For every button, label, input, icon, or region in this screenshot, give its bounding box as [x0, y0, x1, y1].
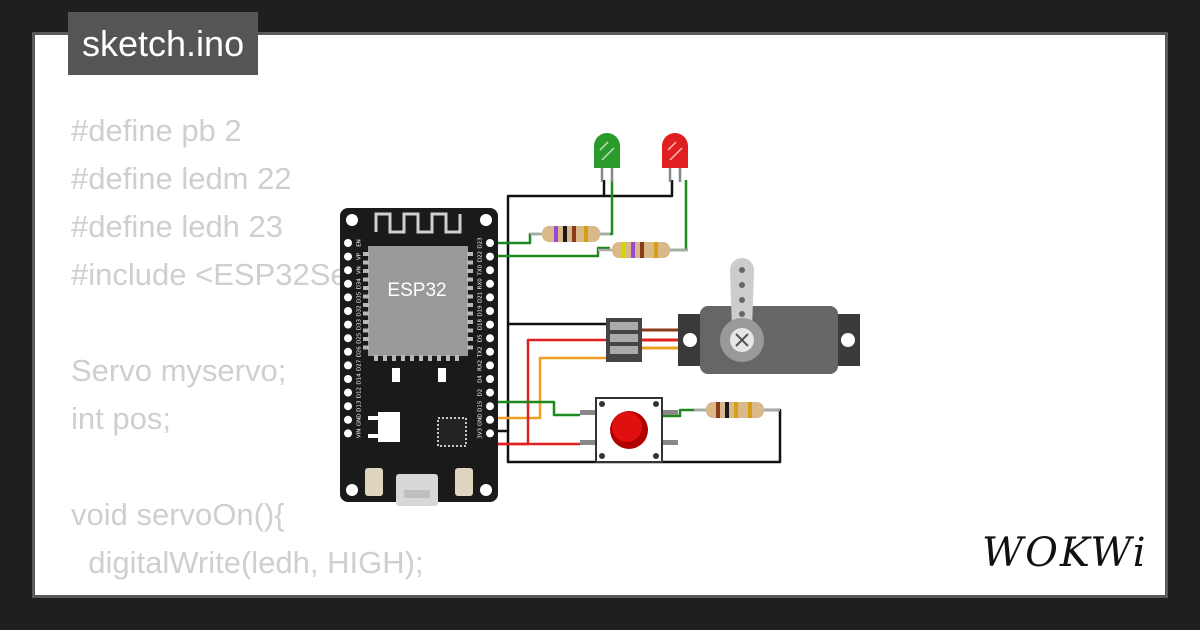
code-preview: #define pb 2 #define ledm 22 #define ledh … [71, 107, 1165, 595]
filename-tab[interactable]: sketch.ino [68, 12, 259, 75]
led-green[interactable] [594, 133, 620, 182]
right-pin-d4[interactable] [486, 375, 494, 383]
esp32-board[interactable]: ESP32 ENVPVND34D35D32D33D25D26D27D14D12D… [340, 208, 498, 506]
code-line: Servo myservo; [71, 353, 287, 388]
right-pin-label: D23 [478, 237, 484, 249]
right-pin-label: D18 [478, 318, 484, 330]
right-pin-3v3[interactable] [486, 429, 494, 438]
code-line: #define pb 2 [71, 113, 242, 148]
right-pin-d22[interactable] [486, 252, 494, 261]
right-pin-label: GND [478, 413, 484, 426]
preview-card: #define pb 2 #define ledm 22 #define ledh … [32, 32, 1168, 598]
left-pin-label: D34 [357, 278, 363, 290]
right-pin-d21[interactable] [486, 293, 494, 302]
right-pin-tx0[interactable] [486, 266, 494, 275]
left-pin-d34[interactable] [344, 279, 352, 288]
right-pin-label: D2 [478, 389, 484, 397]
left-pin-vn[interactable] [344, 266, 352, 275]
left-pin-label: D35 [357, 291, 363, 303]
wokwi-logo[interactable]: WOKWi [980, 528, 1150, 578]
wire-button-signal [498, 400, 580, 417]
led-red[interactable] [662, 133, 688, 182]
right-pin-label: TX2 [478, 346, 484, 358]
screw-icon [735, 333, 749, 347]
left-pin-d32[interactable] [344, 307, 352, 315]
right-pin-label: D21 [478, 292, 484, 303]
right-pin-d19[interactable] [486, 307, 494, 315]
left-pin-en[interactable] [344, 239, 352, 247]
right-pin-label: RX2 [478, 360, 484, 371]
right-pin-d23[interactable] [486, 239, 494, 247]
boot-button[interactable] [365, 468, 383, 496]
code-line: digitalWrite(ledm, LOW); [71, 587, 1165, 595]
wire-gnd-led-red [604, 180, 674, 198]
left-pin-d33[interactable] [344, 320, 352, 329]
left-pin-d14[interactable] [344, 375, 352, 383]
left-pin-label: VIN [357, 429, 363, 439]
left-pin-vin[interactable] [344, 429, 352, 438]
code-line: #define ledh 23 [71, 209, 284, 244]
right-pin-label: TX0 [478, 264, 484, 276]
right-pin-d2[interactable] [486, 388, 494, 397]
left-pin-label: D33 [357, 318, 363, 330]
code-line: digitalWrite(ledh, HIGH); [71, 545, 424, 580]
left-pin-label: D32 [357, 305, 363, 316]
right-pin-label: D15 [478, 400, 484, 412]
left-pin-label: D27 [357, 359, 363, 371]
esp32-module [368, 246, 468, 356]
left-pin-label: D14 [357, 373, 363, 385]
right-pin-label: D19 [478, 305, 484, 317]
right-pin-d18[interactable] [486, 320, 494, 329]
wire-d22 [498, 246, 610, 258]
chip-label: ESP32 [387, 280, 446, 301]
left-pin-d35[interactable] [344, 293, 352, 302]
left-pin-d26[interactable] [344, 347, 352, 356]
left-pin-d13[interactable] [344, 402, 352, 411]
left-pin-label: D13 [357, 400, 363, 412]
antenna-icon [374, 212, 462, 234]
push-button[interactable] [580, 397, 678, 463]
servo-motor[interactable] [606, 258, 860, 374]
left-pin-vp[interactable] [344, 252, 352, 261]
left-pin-label: EN [357, 239, 363, 247]
left-pin-d27[interactable] [344, 361, 352, 370]
code-line: #define ledm 22 [71, 161, 292, 196]
left-pin-gnd[interactable] [344, 415, 352, 424]
left-pin-label: D12 [357, 387, 363, 398]
right-pin-tx2[interactable] [486, 347, 494, 356]
left-pin-label: D26 [357, 346, 363, 358]
left-pin-d12[interactable] [344, 388, 352, 397]
right-pin-rx2[interactable] [486, 361, 494, 370]
left-pin-d25[interactable] [344, 334, 352, 343]
right-pin-rx0[interactable] [486, 279, 494, 288]
wire-d23 [498, 232, 540, 245]
wire-servo-signal [498, 356, 608, 420]
code-line: int pos; [71, 401, 171, 436]
right-pin-label: D22 [478, 251, 484, 262]
resistor-2[interactable] [598, 242, 688, 258]
left-pin-label: VN [357, 266, 363, 274]
right-pin-label: D5 [478, 334, 484, 342]
left-pin-label: VP [357, 252, 363, 260]
resistor-1[interactable] [530, 226, 610, 242]
wire-gnd-led-green [498, 180, 606, 433]
right-pin-d5[interactable] [486, 334, 494, 343]
wire-servo-power [498, 338, 608, 446]
code-line: void servoOn(){ [71, 497, 285, 532]
left-pin-label: GND [357, 413, 363, 426]
svg-text:WOKWi: WOKWi [982, 530, 1148, 576]
right-pin-label: D4 [478, 375, 484, 383]
left-pin-label: D25 [357, 332, 363, 344]
right-pin-gnd[interactable] [486, 415, 494, 424]
right-pin-d15[interactable] [486, 402, 494, 411]
reset-button[interactable] [455, 468, 473, 496]
resistor-3[interactable] [694, 402, 780, 418]
right-pin-label: 3V3 [478, 428, 484, 439]
right-pin-label: RX0 [478, 278, 484, 290]
